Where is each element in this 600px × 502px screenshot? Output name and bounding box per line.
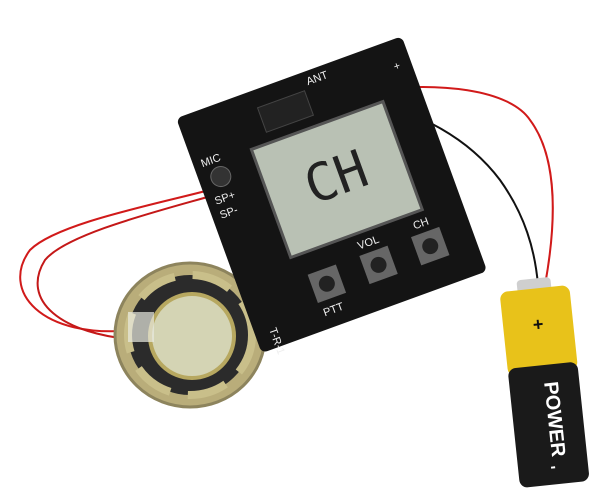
- power-plus-label: +: [392, 60, 402, 73]
- battery-plus: +: [532, 314, 545, 335]
- ch-label: CH: [412, 216, 431, 233]
- aa-battery: + POWER -: [500, 277, 589, 488]
- radio-pcb: CH ANT MIC SP+ SP- + CH VOL PTT T-R-1: [177, 37, 486, 356]
- battery-minus: -: [550, 458, 557, 475]
- button-ch[interactable]: [411, 226, 450, 266]
- battery-wire-red: [359, 86, 554, 286]
- button-vol[interactable]: [359, 245, 398, 285]
- speaker-wire-red: [19, 182, 236, 333]
- chip: [256, 90, 315, 133]
- speaker-wire-red-2: [36, 187, 239, 341]
- speaker: [113, 261, 267, 409]
- button-ptt[interactable]: [307, 264, 347, 303]
- microphone: [210, 166, 232, 188]
- lcd-screen: [249, 99, 425, 260]
